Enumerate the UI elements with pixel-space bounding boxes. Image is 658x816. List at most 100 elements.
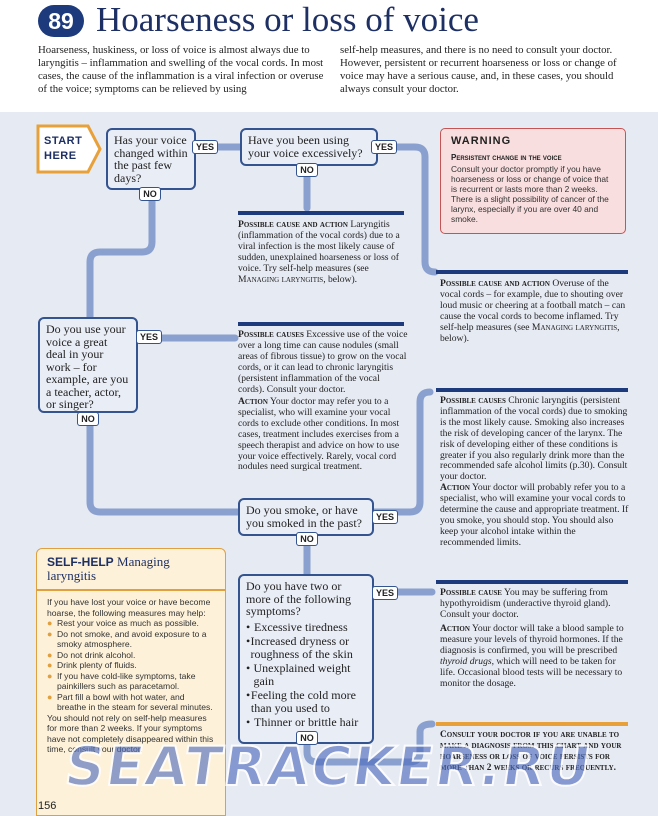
intro-text-left: Hoarseness, huskiness, or loss of voice … bbox=[38, 44, 324, 95]
list-item: •Feeling the cold more than you used to bbox=[246, 689, 366, 714]
outcome-1-link[interactable]: Managing laryngitis bbox=[238, 273, 324, 285]
page-number: 156 bbox=[38, 800, 57, 812]
q2-yes-tag[interactable]: YES bbox=[371, 140, 397, 154]
bullet-icon: ● bbox=[47, 670, 53, 681]
outcome-1-rule bbox=[238, 211, 404, 215]
outcome-5-action: Action Your doctor will take a blood sam… bbox=[440, 623, 630, 689]
outcome-3-body: Excessive use of the voice over a long t… bbox=[238, 329, 408, 395]
start-label-line1: START bbox=[44, 135, 83, 147]
self-help-label: SELF-HELP bbox=[47, 555, 114, 569]
outcome-4-body: Chronic laryngitis (persistent inflammat… bbox=[440, 395, 628, 483]
page-header: 89 Hoarseness or loss of voice Hoarsenes… bbox=[0, 0, 658, 124]
outcome-3-rule bbox=[238, 322, 404, 326]
bullet-icon: • bbox=[246, 661, 251, 675]
outcome-6-text: Consult your doctor if you are unable to… bbox=[440, 730, 622, 773]
list-item: ● Do not smoke, and avoid exposure to a s… bbox=[47, 629, 215, 650]
bullet-icon: • bbox=[246, 634, 251, 648]
outcome-5-rule bbox=[436, 580, 628, 584]
bullet-icon: ● bbox=[47, 628, 53, 639]
outcome-2-rule bbox=[436, 270, 628, 274]
list-item: ●Part fill a bowl with hot water, and br… bbox=[47, 692, 215, 713]
symptom-text: Excessive tiredness bbox=[254, 619, 348, 634]
outcome-3-action: Action Your doctor may refer you to a sp… bbox=[238, 396, 408, 473]
symptom-text: Feeling the cold more than you used to bbox=[250, 688, 356, 715]
bullet-icon: ● bbox=[47, 691, 53, 702]
q1-no-tag[interactable]: NO bbox=[139, 187, 161, 201]
outcome-1-body: Laryngitis (inflammation of the vocal co… bbox=[238, 219, 400, 274]
outcome-4-heading: Possible causes bbox=[440, 395, 506, 406]
outcome-1-tail: , below). bbox=[323, 273, 358, 285]
warning-box: WARNING Persistent change in the voice C… bbox=[440, 128, 626, 234]
self-help-title-b: laryngitis bbox=[47, 568, 97, 583]
warning-title: WARNING bbox=[451, 135, 512, 147]
question-thyroid-symptoms[interactable]: Do you have two or more of the following… bbox=[238, 574, 374, 744]
list-item: ● Rest your voice as much as possible. bbox=[47, 618, 215, 629]
bullet-icon: • bbox=[246, 688, 251, 702]
question-text: Have you been using your voice excessive… bbox=[248, 133, 363, 160]
outcome-6-rule bbox=[436, 722, 628, 726]
list-item: ●Do not drink alcohol. bbox=[47, 650, 215, 661]
outcome-2-tail: , below). bbox=[440, 321, 620, 344]
q5-no-tag[interactable]: NO bbox=[296, 731, 318, 745]
list-item: ● Drink plenty of fluids. bbox=[47, 660, 215, 671]
list-item: ● If you have cold-like symptoms, take pa… bbox=[47, 671, 215, 692]
q2-no-tag[interactable]: NO bbox=[296, 163, 318, 177]
self-help-rule bbox=[37, 589, 225, 591]
outcome-2-link[interactable]: Managing laryngitis bbox=[531, 321, 618, 333]
watermark: SEATRACKER.RU bbox=[60, 734, 597, 799]
question-voice-at-work[interactable]: Do you use your voice a great deal in yo… bbox=[38, 317, 138, 413]
outcome-1-heading: Possible cause and action bbox=[238, 219, 348, 230]
warning-body: Consult your doctor promptly if you have… bbox=[451, 164, 609, 224]
list-item: •Increased dryness or roughness of the s… bbox=[246, 635, 366, 660]
outcome-3-heading: Possible causes bbox=[238, 329, 304, 340]
symptom-text: Thinner or brittle hair bbox=[254, 715, 359, 729]
outcome-5-heading: Possible cause bbox=[440, 587, 502, 598]
outcome-4-action: Action Your doctor will probably refer y… bbox=[440, 482, 630, 548]
q4-yes-tag[interactable]: YES bbox=[372, 510, 398, 524]
outcome-2-text: Possible cause and action Overuse of the… bbox=[440, 278, 628, 344]
outcome-3-action-heading: Action bbox=[238, 396, 268, 407]
self-help-item-text: Rest your voice as much as possible. bbox=[57, 618, 199, 628]
bullet-icon: ● bbox=[47, 618, 53, 628]
outcome-4-rule bbox=[436, 388, 628, 392]
article-number-badge: 89 bbox=[38, 5, 84, 37]
symptom-text: Increased dryness or roughness of the sk… bbox=[250, 634, 353, 661]
bullet-icon: ● bbox=[47, 649, 53, 660]
self-help-item-text: Drink plenty of fluids. bbox=[57, 660, 137, 670]
bullet-icon: ● bbox=[47, 660, 53, 670]
q3-no-tag[interactable]: NO bbox=[77, 412, 99, 426]
list-item: •Thinner or brittle hair bbox=[246, 716, 366, 729]
question-text: Do you have two or more of the following… bbox=[246, 579, 351, 618]
outcome-3-action-body: Your doctor may refer you to a specialis… bbox=[238, 396, 400, 473]
q1-yes-tag[interactable]: YES bbox=[192, 140, 218, 154]
start-here-label: START HERE bbox=[44, 134, 82, 164]
q3-yes-tag[interactable]: YES bbox=[136, 330, 162, 344]
outcome-2-heading: Possible cause and action bbox=[440, 278, 550, 289]
question-smoking[interactable]: Do you smoke, or have you smoked in the … bbox=[238, 498, 374, 536]
outcome-5-drug: thyroid drugs bbox=[440, 655, 492, 667]
self-help-item-text: If you have cold-like symptoms, take pai… bbox=[57, 670, 196, 692]
q5-yes-tag[interactable]: YES bbox=[372, 586, 398, 600]
self-help-outro: You should not rely on self-help measure… bbox=[47, 712, 214, 755]
flowchart-area: START HERE Has your voice changed within… bbox=[0, 112, 658, 816]
question-text: Do you use your voice a great deal in yo… bbox=[46, 322, 129, 411]
outcome-4-action-body: Your doctor will probably refer you to a… bbox=[440, 482, 629, 548]
page-title: Hoarseness or loss of voice bbox=[96, 0, 479, 39]
question-text: Has your voice changed within the past f… bbox=[114, 133, 188, 185]
self-help-title: SELF-HELP Managing laryngitis bbox=[47, 555, 215, 583]
self-help-list: ●Rest your voice as much as possible. ●D… bbox=[47, 618, 215, 713]
question-excessive-voice-use[interactable]: Have you been using your voice excessive… bbox=[240, 128, 378, 166]
q4-no-tag[interactable]: NO bbox=[296, 532, 318, 546]
question-text: Do you smoke, or have you smoked in the … bbox=[246, 503, 362, 530]
outcome-5-text: Possible cause You may be suffering from… bbox=[440, 587, 630, 621]
self-help-title-a: Managing bbox=[117, 554, 170, 569]
outcome-3-text: Possible causes Excessive use of the voi… bbox=[238, 329, 408, 395]
intro-text-right: self-help measures, and there is no need… bbox=[340, 44, 617, 95]
bullet-icon: • bbox=[246, 619, 251, 634]
self-help-item-text: Do not smoke, and avoid exposure to a sm… bbox=[57, 628, 207, 650]
bullet-icon: • bbox=[246, 715, 251, 729]
outcome-2-body: Overuse of the vocal cords – for example… bbox=[440, 278, 626, 333]
outcome-5-action-body: Your doctor will take a blood sample to … bbox=[440, 623, 624, 656]
list-item: •Unexplained weight gain bbox=[246, 662, 366, 687]
question-voice-changed[interactable]: Has your voice changed within the past f… bbox=[106, 128, 196, 190]
